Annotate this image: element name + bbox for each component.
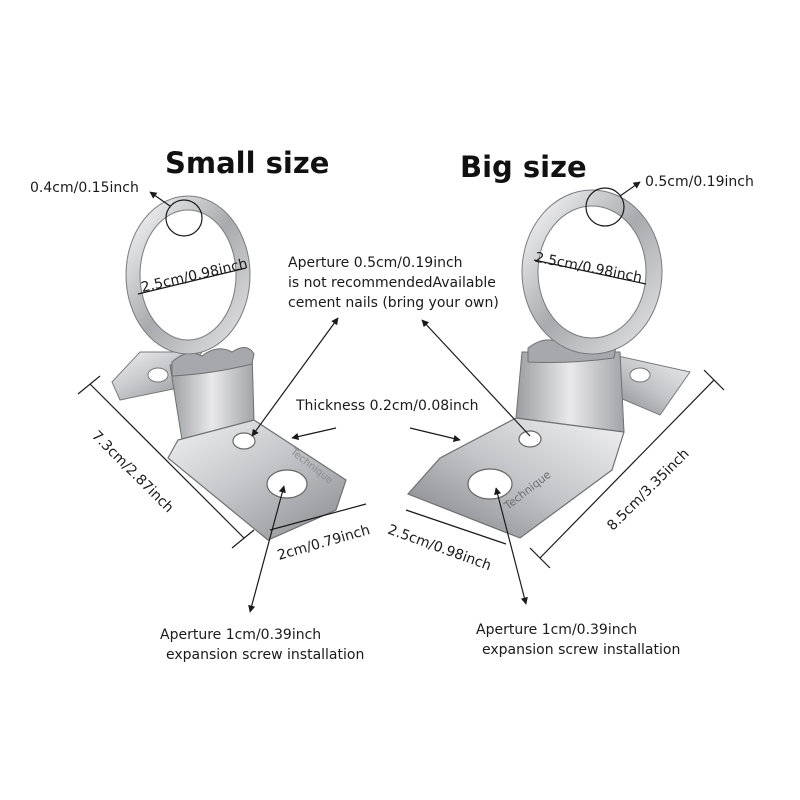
small-bracket-ring-edge [125,195,251,355]
dimension-lines [77,181,725,613]
small-ring-wire-label: 0.4cm/0.15inch [30,180,139,196]
small-bracket-ring [126,196,250,354]
big-wire-pointer [619,181,641,197]
small-bracket-small-hole [232,432,256,450]
small-length-line [89,383,245,539]
big-screw-aperture-line2: expansion screw installation [482,642,681,658]
big-ring-wire-label: 0.5cm/0.19inch [645,174,754,190]
nail-aperture-pointer-left [251,317,339,437]
small-length-tick-a [77,375,101,395]
big-ring-diameter-line [533,259,647,285]
nail-aperture-line1: Aperture 0.5cm/0.19inch [288,255,463,271]
big-width-line [405,509,507,545]
small-screw-aperture-label: Aperture 1cm/0.39inch expansion screw in… [160,625,364,665]
small-bracket-ring-inner-edge [139,209,237,341]
big-screw-aperture-line1: Aperture 1cm/0.39inch [476,622,638,638]
nail-aperture-label: Aperture 0.5cm/0.19inch is not recommend… [288,253,499,313]
big-screw-aperture-label: Aperture 1cm/0.39inch expansion screw in… [476,620,680,660]
thickness-pointer-left [291,427,337,441]
small-bracket-large-hole [266,469,308,499]
big-length-tick-a [703,369,725,391]
small-screw-aperture-line2: expansion screw installation [166,647,365,663]
small-width-line [269,503,367,531]
big-bracket-ring-edge [521,189,663,355]
big-bracket-small-hole [518,430,542,448]
big-bracket-ring [522,190,662,354]
big-bracket-large-hole [467,468,513,500]
small-ring-diameter-line [137,267,247,295]
small-screw-aperture-line1: Aperture 1cm/0.39inch [160,627,322,643]
big-bracket-base-plate [406,417,625,539]
big-length-tick-b [529,547,551,569]
big-wire-callout-circle [585,187,625,227]
small-bracket-base-plate [167,419,347,541]
thickness-label: Thickness 0.2cm/0.08inch [296,398,479,414]
small-size-title: Small size [165,146,330,180]
big-bracket: Technique [406,189,691,539]
small-bracket-back-hole [147,367,169,383]
big-bracket-ring-inner-edge [537,205,647,339]
nail-aperture-pointer-right [421,319,531,437]
nail-aperture-line3: cement nails (bring your own) [288,295,499,311]
big-bracket-back-hole [629,367,651,383]
big-length-line [539,379,715,559]
big-size-title: Big size [460,150,587,184]
nail-aperture-line2: is not recommendedAvailable [288,275,496,291]
thickness-pointer-right [409,427,461,442]
small-length-tick-b [231,529,255,549]
small-wire-callout-circle [165,199,203,237]
small-wire-pointer [149,191,171,207]
small-screw-aperture-pointer [248,485,286,613]
big-screw-aperture-pointer [494,487,528,605]
